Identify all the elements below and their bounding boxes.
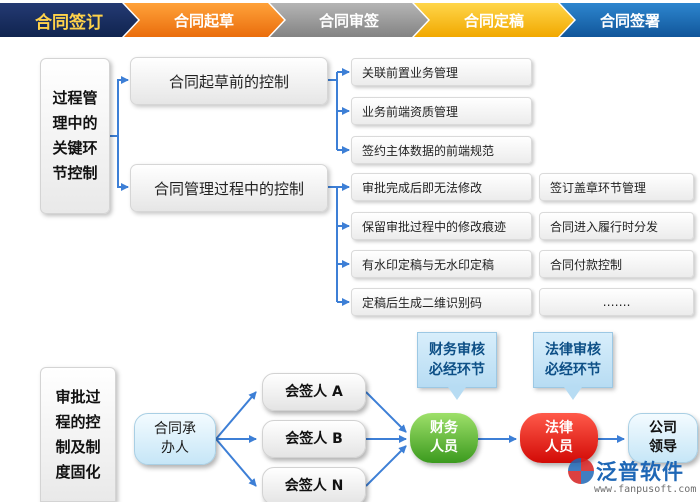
signer-b-node: 会签人 B <box>262 420 366 458</box>
key-process-control-label: 过程管 理中的 关键环 节控制 <box>40 58 110 214</box>
subject-data-item: 签约主体数据的前端规范 <box>351 136 532 164</box>
step-contract-drafting: 合同起草 <box>124 3 284 37</box>
approval-control-label: 审批过 程的控 制及制 度固化 <box>40 367 116 502</box>
contract-handler-node: 合同承 办人 <box>134 413 216 465</box>
no-edit-after-approval-item: 审批完成后即无法修改 <box>351 173 532 201</box>
legal-staff-node: 法律 人员 <box>520 413 598 463</box>
step-contract-finalize: 合同定稿 <box>414 3 574 37</box>
logo-name: 泛普软件 <box>596 460 684 484</box>
logo-url: www.fanpusoft.com <box>594 484 697 495</box>
finance-review-callout: 财务审核 必经环节 <box>417 332 497 388</box>
revision-trace-item: 保留审批过程中的修改痕迹 <box>351 212 532 240</box>
seal-management-item: 签订盖章环节管理 <box>539 173 694 201</box>
more-item: ……. <box>539 288 694 316</box>
step-contract-execute: 合同签署 <box>560 3 700 37</box>
fanpu-logo-icon <box>568 458 594 484</box>
payment-control-item: 合同付款控制 <box>539 250 694 278</box>
fulfillment-distribution-item: 合同进入履行时分发 <box>539 212 694 240</box>
company-leader-node: 公司 领导 <box>628 413 698 463</box>
finance-staff-node: 财务 人员 <box>410 413 478 463</box>
related-business-item: 关联前置业务管理 <box>351 58 532 86</box>
watermark-final-item: 有水印定稿与无水印定稿 <box>351 250 532 278</box>
fanpu-logo: 泛普软件 www.fanpusoft.com <box>564 454 700 502</box>
legal-review-callout: 法律审核 必经环节 <box>533 332 613 388</box>
step-contract-review: 合同审签 <box>270 3 428 37</box>
qr-code-item: 定稿后生成二维识别码 <box>351 288 532 316</box>
signer-a-node: 会签人 A <box>262 373 366 411</box>
process-bar: 合同签订 合同起草 合同审签 合同定稿 合同签署 <box>0 0 700 40</box>
pre-draft-control-box: 合同起草前的控制 <box>130 57 328 105</box>
qualification-item: 业务前端资质管理 <box>351 97 532 125</box>
signer-n-node: 会签人 N <box>262 467 366 502</box>
step-contract-signing: 合同签订 <box>0 3 138 37</box>
in-process-control-box: 合同管理过程中的控制 <box>130 164 328 212</box>
